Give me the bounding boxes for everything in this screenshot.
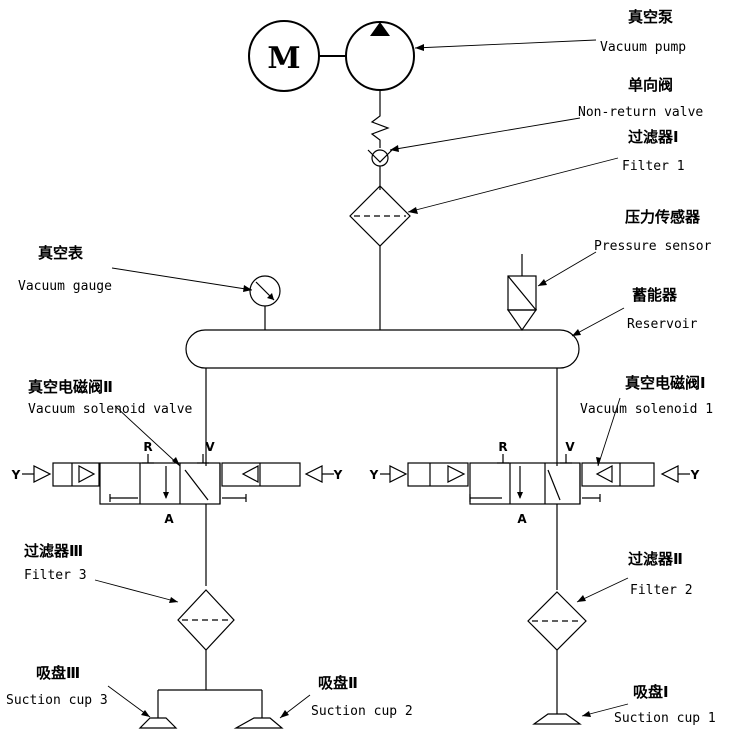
port-v-right: V bbox=[565, 440, 575, 454]
solenoid-valve-1 bbox=[380, 454, 690, 505]
port-a-right: A bbox=[517, 512, 527, 526]
suction-cup-3-shape bbox=[138, 717, 178, 729]
label-vacuum-pump-zh: 真空泵 bbox=[628, 8, 673, 26]
check-valve-seat bbox=[367, 149, 393, 163]
reservoir-tank bbox=[185, 329, 580, 369]
label-filter-3-zh: 过滤器Ⅲ bbox=[24, 542, 83, 560]
filter-2-symbol bbox=[527, 591, 587, 651]
leader-solenoid-1 bbox=[597, 397, 621, 467]
port-y-right-2: Y bbox=[690, 468, 700, 482]
label-suction-cup-3-zh: 吸盘Ⅲ bbox=[36, 664, 80, 682]
label-solenoid-1-zh: 真空电磁阀Ⅰ bbox=[625, 374, 706, 392]
motor: M bbox=[248, 20, 320, 92]
label-reservoir-zh: 蓄能器 bbox=[632, 286, 678, 304]
port-y-left-1: Y bbox=[11, 468, 21, 482]
port-a-left: A bbox=[164, 512, 174, 526]
label-vacuum-gauge-zh: 真空表 bbox=[38, 244, 84, 262]
port-r-right: R bbox=[498, 440, 507, 454]
filter-3-symbol bbox=[177, 589, 235, 651]
leader-solenoid-2 bbox=[114, 405, 181, 467]
leader-lines bbox=[94, 39, 629, 719]
label-suction-cup-2-zh: 吸盘Ⅱ bbox=[318, 674, 358, 692]
port-v-left: V bbox=[205, 440, 215, 454]
pump-triangle-icon bbox=[370, 22, 390, 36]
label-suction-cup-1-en: Suction cup 1 bbox=[614, 711, 716, 726]
suction-cup-1-shape bbox=[532, 713, 582, 725]
label-solenoid-2-zh: 真空电磁阀Ⅱ bbox=[28, 378, 113, 396]
label-filter-1-zh: 过滤器Ⅰ bbox=[628, 128, 679, 146]
label-vacuum-pump-en: Vacuum pump bbox=[600, 40, 686, 55]
label-solenoid-2-en: Vacuum solenoid valve bbox=[28, 402, 193, 417]
label-filter-3-en: Filter 3 bbox=[24, 568, 87, 583]
label-filter-1-en: Filter 1 bbox=[622, 159, 685, 174]
label-solenoid-1-en: Vacuum solenoid 1 bbox=[580, 402, 713, 417]
filter-1-symbol bbox=[349, 185, 411, 247]
label-suction-cup-2-en: Suction cup 2 bbox=[311, 704, 413, 719]
label-non-return-valve-en: Non-return valve bbox=[578, 105, 703, 120]
port-y-left-2: Y bbox=[333, 468, 343, 482]
solenoid-valve-2 bbox=[22, 454, 334, 505]
sensor-diagonal bbox=[507, 275, 537, 311]
label-pressure-sensor-zh: 压力传感器 bbox=[625, 208, 701, 226]
suction-cup-2-shape bbox=[233, 717, 284, 729]
gauge-needle-tip bbox=[267, 293, 274, 300]
motor-symbol: M bbox=[267, 41, 300, 76]
label-reservoir-en: Reservoir bbox=[627, 317, 698, 332]
sensor-tip bbox=[506, 309, 538, 332]
check-valve-spring bbox=[370, 110, 390, 148]
port-r-left: R bbox=[143, 440, 152, 454]
label-non-return-valve-zh: 单向阀 bbox=[628, 76, 673, 94]
label-filter-2-zh: 过滤器Ⅱ bbox=[628, 550, 683, 568]
vacuum-pump bbox=[345, 21, 415, 91]
label-suction-cup-1-zh: 吸盘Ⅰ bbox=[633, 683, 669, 701]
label-pressure-sensor-en: Pressure sensor bbox=[594, 239, 712, 254]
port-y-right-1: Y bbox=[369, 468, 379, 482]
label-vacuum-gauge-en: Vacuum gauge bbox=[18, 279, 112, 294]
check-valve-ball bbox=[371, 149, 389, 167]
label-filter-2-en: Filter 2 bbox=[630, 583, 693, 598]
label-suction-cup-3-en: Suction cup 3 bbox=[6, 693, 108, 708]
